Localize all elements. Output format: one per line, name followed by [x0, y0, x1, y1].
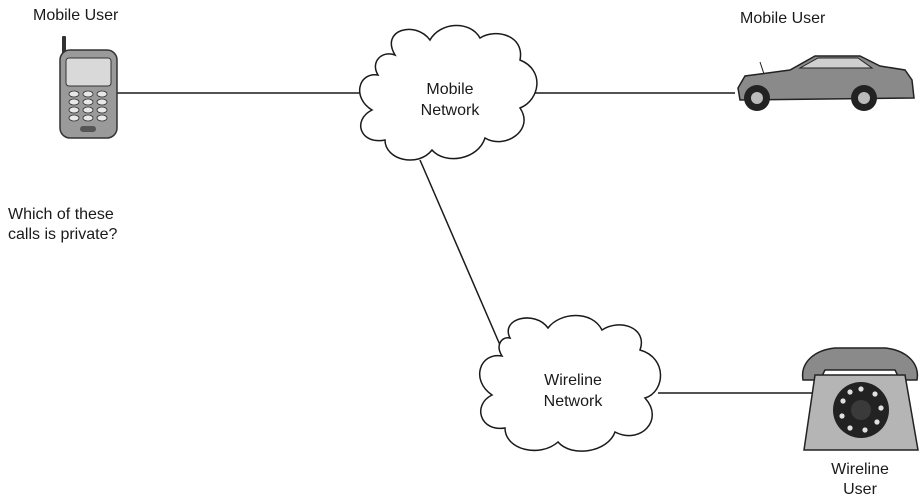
link-mobile-network-to-wireline-network [419, 159, 501, 346]
mobile-network-cloud [358, 24, 538, 161]
privacy-question: Which of these calls is private? [8, 205, 117, 245]
mobile-network-label-line2: Network [420, 102, 480, 119]
wireline-network-label-line1: Wireline [544, 372, 602, 389]
mobile-network-label: Mobile Network [390, 79, 510, 121]
car-icon [737, 55, 915, 111]
rotary-desk-phone-icon [801, 347, 919, 451]
mobile-user-left-label: Mobile User [33, 7, 119, 24]
privacy-question-line1: Which of these [8, 206, 114, 223]
wireline-network-label: Wireline Network [513, 370, 633, 412]
wireline-network-cloud [479, 314, 662, 452]
wireline-user-label: Wireline User [820, 460, 900, 500]
mobile-phone-icon [59, 36, 118, 139]
mobile-network-label-line1: Mobile [426, 81, 474, 98]
privacy-question-line2: calls is private? [8, 226, 118, 243]
wireline-user-label-line1: Wireline [831, 461, 889, 478]
wireline-user-label-line2: User [843, 481, 877, 498]
wireline-network-label-line2: Network [543, 393, 603, 410]
mobile-user-right-label: Mobile User [740, 10, 826, 27]
